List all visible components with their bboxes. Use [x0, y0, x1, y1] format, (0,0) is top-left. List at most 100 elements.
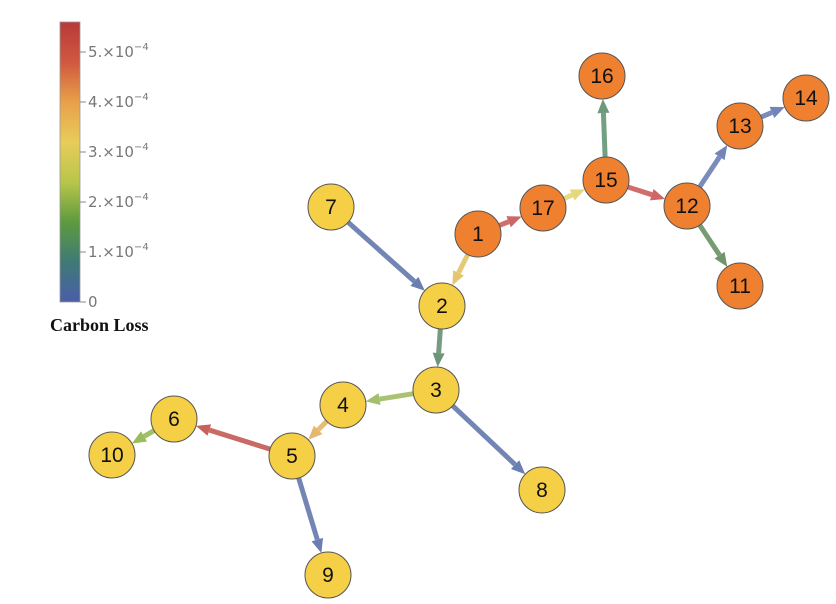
node-circle — [716, 102, 764, 150]
edge-15-12 — [627, 184, 666, 201]
edge-6-10 — [131, 428, 156, 444]
edge-arrowhead — [308, 425, 323, 440]
edge-shaft — [346, 220, 417, 284]
edge-shaft — [697, 223, 722, 257]
edge-shaft — [379, 391, 414, 402]
edge-5-6 — [195, 424, 271, 452]
edge-7-2 — [346, 220, 425, 291]
node-label: 4 — [337, 394, 349, 417]
edge-shaft — [627, 184, 653, 198]
edge-12-11 — [697, 223, 728, 267]
edge-15-16 — [597, 98, 610, 158]
node-circle — [307, 183, 355, 231]
edge-5-9 — [296, 477, 324, 553]
node-6: 6 — [150, 395, 198, 443]
legend-color-bar — [59, 21, 81, 303]
node-circle — [412, 366, 460, 414]
legend-tick-label: 1.×10−4 — [88, 242, 149, 261]
node-4: 4 — [319, 381, 367, 429]
node-label: 17 — [531, 197, 554, 220]
node-circle — [418, 282, 466, 330]
node-3: 3 — [412, 366, 460, 414]
node-label: 13 — [728, 115, 751, 138]
edge-3-4 — [365, 391, 414, 406]
edge-arrowhead — [714, 251, 728, 267]
edge-layer — [131, 98, 785, 553]
edge-shaft — [760, 110, 773, 120]
node-circle — [782, 74, 830, 122]
node-label: 10 — [100, 444, 123, 467]
edge-shaft — [600, 112, 608, 158]
node-circle — [519, 184, 567, 232]
node-label: 12 — [675, 195, 698, 218]
legend-tick-label: 5.×10−4 — [88, 42, 149, 61]
node-circle — [150, 395, 198, 443]
edge-shaft — [296, 477, 320, 541]
edge-arrowhead — [510, 460, 526, 475]
edge-shaft — [456, 253, 470, 275]
node-label: 7 — [325, 196, 337, 219]
edge-shaft — [142, 428, 156, 439]
node-15: 15 — [582, 156, 630, 204]
legend-tick-label: 3.×10−4 — [88, 142, 149, 161]
node-circle — [88, 431, 136, 479]
node-label: 6 — [168, 408, 180, 431]
node-14: 14 — [782, 74, 830, 122]
edge-arrowhead — [506, 216, 522, 228]
edge-arrowhead — [432, 352, 445, 368]
node-10: 10 — [88, 431, 136, 479]
edge-12-13 — [697, 145, 728, 189]
edge-arrowhead — [769, 106, 785, 118]
node-circle — [716, 262, 764, 310]
node-label: 1 — [472, 223, 484, 246]
node-17: 17 — [519, 184, 567, 232]
legend-tick-label: 2.×10−4 — [88, 192, 149, 211]
edge-17-15 — [563, 189, 585, 201]
node-12: 12 — [663, 182, 711, 230]
node-2: 2 — [418, 282, 466, 330]
node-circle — [268, 432, 316, 480]
edge-shaft — [451, 403, 517, 467]
edge-arrowhead — [131, 431, 148, 444]
edge-arrowhead — [649, 188, 666, 201]
edge-shaft — [316, 419, 329, 432]
edge-1-2 — [452, 253, 470, 286]
edge-4-5 — [308, 419, 329, 440]
node-label: 11 — [729, 275, 751, 298]
node-16: 16 — [578, 52, 626, 100]
node-label: 14 — [794, 87, 818, 110]
node-label: 9 — [322, 564, 334, 587]
edge-arrowhead — [714, 145, 728, 161]
edge-arrowhead — [410, 276, 425, 291]
edge-1-17 — [498, 216, 522, 228]
edge-shaft — [563, 192, 574, 201]
edge-arrowhead — [597, 98, 610, 114]
edge-3-8 — [451, 403, 526, 475]
node-circle — [304, 551, 352, 599]
edge-arrowhead — [569, 189, 585, 201]
edge-arrowhead — [365, 393, 381, 406]
node-circle — [582, 156, 630, 204]
node-circle — [518, 466, 566, 514]
legend-ticks: 0 1.×10−4 2.×10−4 3.×10−4 4.×10−4 5.×10−4 — [80, 42, 149, 311]
node-8: 8 — [518, 466, 566, 514]
edge-arrowhead — [452, 270, 464, 286]
legend-tick-label: 4.×10−4 — [88, 92, 149, 111]
node-9: 9 — [304, 551, 352, 599]
node-13: 13 — [716, 102, 764, 150]
node-label: 8 — [536, 479, 548, 502]
edge-13-14 — [760, 106, 785, 120]
node-circle — [319, 381, 367, 429]
legend-tick-label: 0 — [88, 293, 98, 311]
edge-arrowhead — [195, 424, 212, 436]
node-11: 11 — [716, 262, 764, 310]
node-label: 2 — [436, 295, 448, 318]
edge-2-3 — [432, 328, 445, 368]
node-label: 16 — [590, 65, 613, 88]
node-1: 1 — [454, 210, 502, 258]
edge-shaft — [208, 427, 271, 452]
node-circle — [454, 210, 502, 258]
node-5: 5 — [268, 432, 316, 480]
